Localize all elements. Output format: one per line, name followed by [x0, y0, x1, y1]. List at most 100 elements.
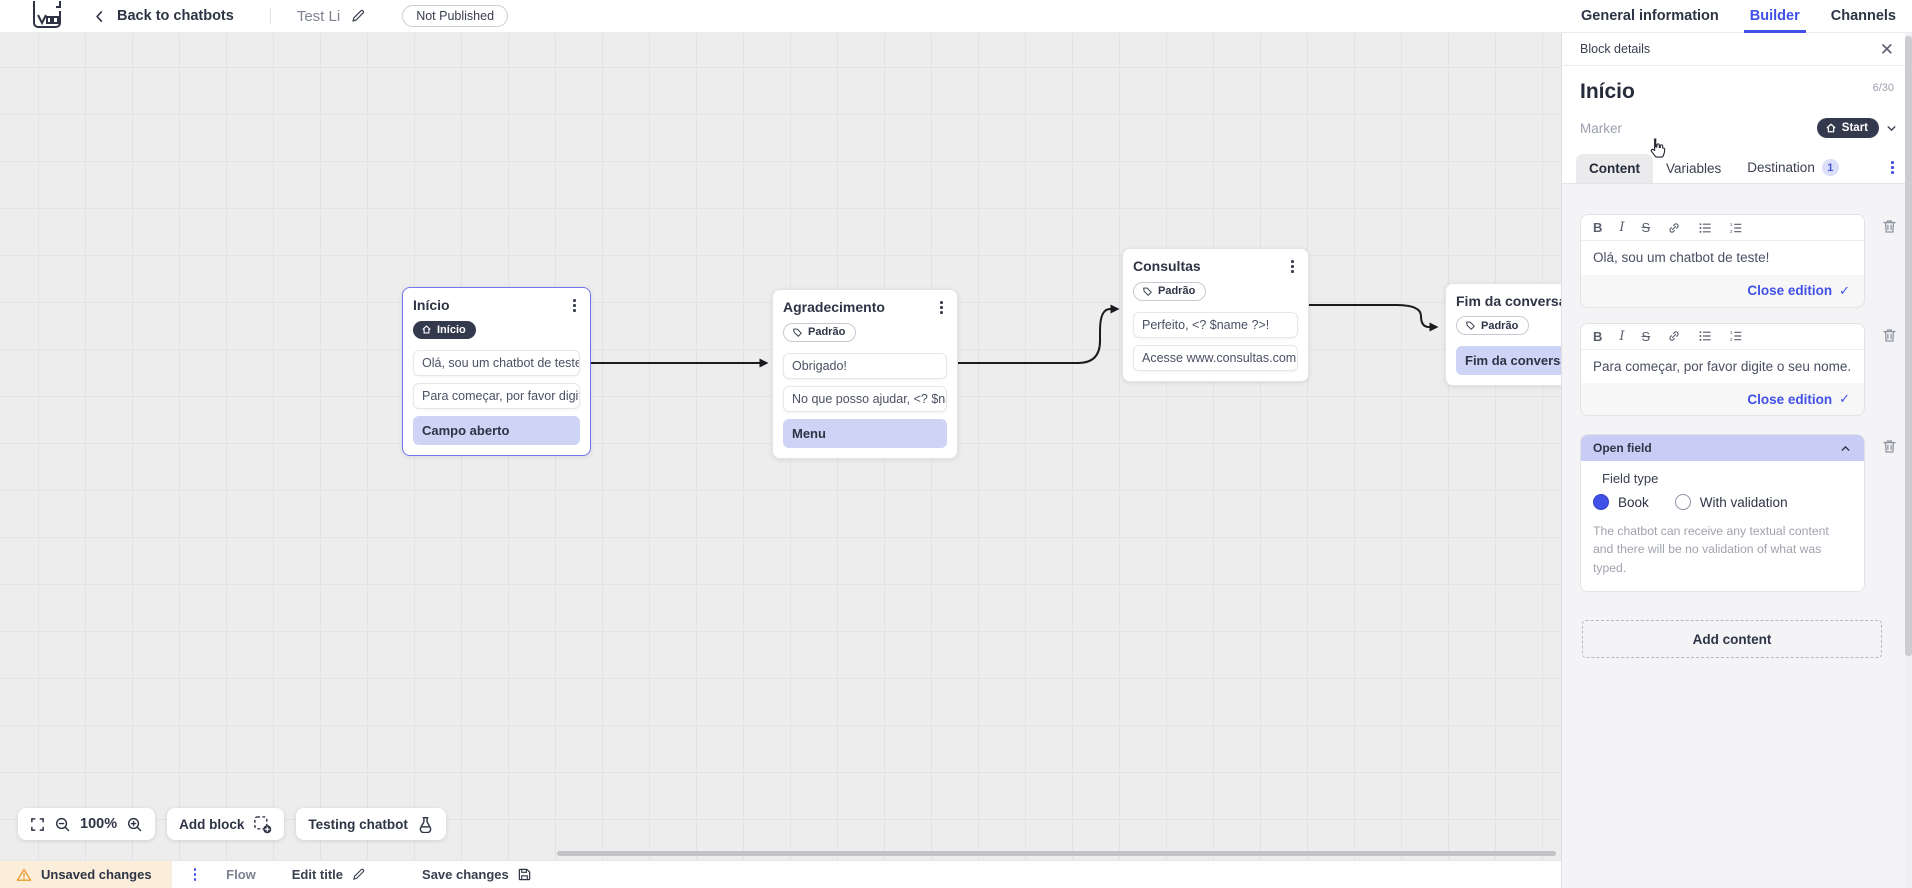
block-title: Agradecimento	[783, 299, 885, 315]
block-details-panel: Block details ✕ Início 6/30 Marker Start…	[1561, 33, 1912, 888]
italic-icon[interactable]: I	[1619, 220, 1625, 235]
chevron-down-icon[interactable]	[1885, 122, 1898, 135]
message-text[interactable]: Para começar, por favor digite o seu nom…	[1581, 349, 1864, 384]
flow-block-agradecimento[interactable]: Agradecimento Padrão Obrigado! No que po…	[772, 289, 958, 459]
block-title: Início	[413, 297, 450, 313]
flow-title: Test Li	[296, 7, 341, 25]
page-scrollbar[interactable]	[1905, 33, 1912, 888]
strikethrough-icon[interactable]: S	[1641, 328, 1651, 344]
bottombar-menu-icon[interactable]	[190, 865, 201, 884]
tab-variables[interactable]: Variables	[1666, 161, 1722, 176]
tab-destination[interactable]: Destination 1	[1734, 152, 1852, 183]
tab-builder[interactable]: Builder	[1743, 0, 1806, 33]
zoom-out-icon[interactable]	[54, 816, 71, 833]
block-name-input[interactable]: Início	[1580, 80, 1635, 103]
warning-icon	[16, 868, 32, 881]
app-logo-icon	[30, 1, 64, 31]
italic-icon[interactable]: I	[1619, 328, 1625, 344]
block-marker-pill: Padrão	[1133, 281, 1207, 301]
bullet-list-icon[interactable]	[1698, 221, 1712, 235]
block-card[interactable]: Obrigado!	[783, 352, 947, 379]
add-content-button[interactable]: Add content	[1582, 620, 1882, 659]
flow-view-button[interactable]: Flow	[226, 867, 256, 882]
bold-icon[interactable]: B	[1593, 328, 1603, 344]
flow-block-consultas[interactable]: Consultas Padrão Perfeito, <? $name ?>! …	[1122, 248, 1309, 382]
testing-chatbot-button[interactable]: Testing chatbot	[296, 808, 446, 840]
marker-label: Marker	[1580, 120, 1623, 136]
block-card[interactable]: Perfeito, <? $name ?>!	[1133, 311, 1298, 338]
trash-icon[interactable]	[1881, 438, 1898, 455]
panel-tabs: Content Variables Destination 1	[1562, 138, 1912, 184]
trash-icon[interactable]	[1881, 327, 1898, 344]
panel-menu-icon[interactable]	[1887, 158, 1898, 177]
chevron-left-icon	[92, 9, 107, 24]
radio-option-book[interactable]: Book	[1593, 494, 1649, 511]
strikethrough-icon[interactable]: S	[1641, 220, 1651, 235]
edit-title-button[interactable]: Edit title	[292, 867, 366, 882]
block-card-end[interactable]: Fim da conversa	[1456, 346, 1561, 375]
link-icon[interactable]	[1667, 221, 1681, 235]
publish-status-badge: Not Published	[402, 5, 509, 27]
block-menu-icon[interactable]	[569, 296, 580, 315]
svg-text:2: 2	[1730, 228, 1733, 234]
svg-text:1: 1	[1730, 330, 1733, 336]
block-card-open-field[interactable]: Campo aberto	[413, 416, 580, 446]
zoom-in-icon[interactable]	[126, 816, 143, 833]
radio-option-with-validation[interactable]: With validation	[1674, 494, 1788, 511]
canvas-horizontal-scrollbar[interactable]	[557, 851, 1556, 856]
svg-text:2: 2	[1730, 337, 1733, 343]
top-navigation-tabs: General information Builder Channels	[1575, 0, 1902, 33]
flow-canvas[interactable]: Início Início Olá, sou um chatbot de tes…	[0, 33, 1561, 860]
check-icon: ✓	[1839, 391, 1850, 407]
edit-title-pencil-icon[interactable]	[350, 8, 366, 24]
tag-icon	[1143, 287, 1152, 296]
radio-unselected-icon	[1674, 494, 1691, 511]
flow-block-inicio[interactable]: Início Início Olá, sou um chatbot de tes…	[402, 287, 591, 457]
testing-chatbot-label: Testing chatbot	[308, 816, 408, 832]
block-menu-icon[interactable]	[1287, 257, 1298, 276]
open-field-header[interactable]: Open field	[1581, 435, 1864, 462]
block-marker-pill: Padrão	[783, 322, 857, 342]
tab-general-information[interactable]: General information	[1581, 8, 1719, 24]
destination-count-badge: 1	[1821, 159, 1839, 176]
open-field-section: Open field Field type Book	[1580, 434, 1865, 593]
block-marker-pill: Padrão	[1456, 316, 1530, 335]
block-menu-icon[interactable]	[936, 298, 947, 317]
bold-icon[interactable]: B	[1593, 220, 1603, 235]
flow-block-fim-da-conversa[interactable]: Fim da conversa Padrão Fim da conversa	[1445, 283, 1561, 386]
home-icon	[422, 325, 431, 334]
block-card[interactable]: Acesse www.consultas.com par...	[1133, 344, 1298, 371]
link-icon[interactable]	[1667, 329, 1681, 343]
block-card[interactable]: Olá, sou um chatbot de teste!	[413, 350, 580, 377]
zoom-level: 100%	[80, 816, 118, 832]
block-title: Consultas	[1133, 258, 1201, 274]
close-icon[interactable]: ✕	[1879, 39, 1894, 59]
save-changes-button[interactable]: Save changes	[422, 867, 532, 882]
open-field-title: Open field	[1593, 441, 1652, 456]
close-edition-button[interactable]: Close edition	[1747, 283, 1833, 299]
marker-start-dropdown[interactable]: Start	[1816, 118, 1879, 138]
back-to-chatbots-button[interactable]: Back to chatbots	[92, 8, 234, 24]
trash-icon[interactable]	[1881, 218, 1898, 235]
block-card-menu[interactable]: Menu	[783, 418, 947, 448]
bullet-list-icon[interactable]	[1698, 329, 1712, 343]
fullscreen-icon[interactable]	[30, 817, 45, 832]
tab-content[interactable]: Content	[1576, 154, 1653, 183]
check-icon: ✓	[1839, 282, 1850, 298]
block-title: Fim da conversa	[1456, 293, 1561, 309]
block-card[interactable]: No que posso ajudar, <? $name ...	[783, 385, 947, 412]
add-block-button[interactable]: Add block	[167, 808, 285, 840]
tab-channels[interactable]: Channels	[1830, 8, 1896, 24]
add-block-label: Add block	[179, 816, 245, 832]
flask-icon	[417, 816, 434, 833]
close-edition-button[interactable]: Close edition	[1747, 391, 1833, 407]
block-card[interactable]: Para começar, por favor digite o ...	[413, 383, 580, 410]
field-type-helper-text: The chatbot can receive any textual cont…	[1593, 524, 1829, 575]
message-text[interactable]: Olá, sou um chatbot de teste!	[1581, 241, 1864, 275]
